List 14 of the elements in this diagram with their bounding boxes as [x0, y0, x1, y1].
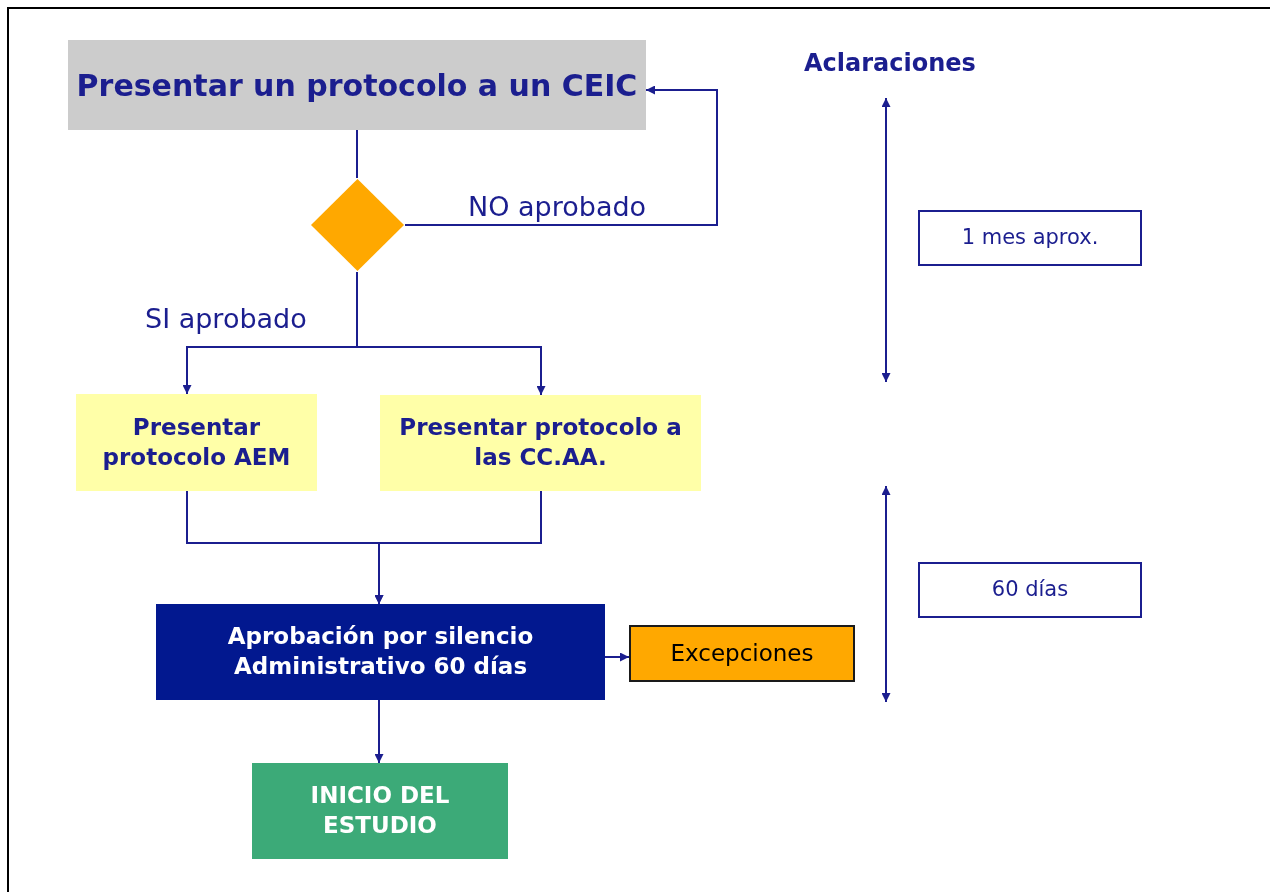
terminal-box: INICIO DEL ESTUDIO: [252, 763, 508, 859]
exception-box: Excepciones: [629, 625, 855, 682]
connector-arrow: [404, 85, 718, 226]
process-box: Presentar protocolo a las CC.AA.: [380, 395, 701, 491]
process-box: Presentar un protocolo a un CEIC: [68, 40, 646, 130]
process-box: Aprobación por silencio Administrativo 60 días: [156, 604, 605, 700]
connector-arrow: [356, 271, 546, 396]
note-box: 1 mes aprox.: [918, 210, 1142, 266]
note-box: 60 días: [918, 562, 1142, 618]
column-heading: Aclaraciones: [804, 49, 976, 77]
connector-arrow: [374, 699, 384, 764]
connector-arrow: [374, 490, 542, 605]
process-box: Presentar protocolo AEM: [76, 394, 317, 491]
connector-arrow: [604, 652, 630, 662]
